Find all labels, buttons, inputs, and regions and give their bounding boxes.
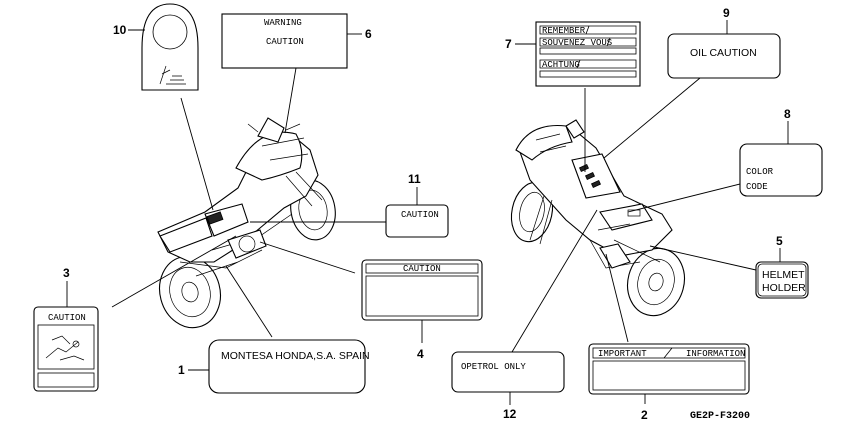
part-number-6: 6 bbox=[365, 27, 372, 41]
label-caution-3: CAUTION bbox=[48, 313, 86, 323]
part-12-fuel-label: OPETROL ONLY bbox=[451, 351, 565, 393]
part-number-9: 9 bbox=[723, 6, 730, 20]
part-number-11: 11 bbox=[408, 172, 421, 186]
label-caution-11: CAUTION bbox=[401, 210, 439, 220]
label-caution-text: CAUTION bbox=[266, 37, 304, 47]
label-souvenez-vous: SOUVENEZ VOUS bbox=[542, 38, 612, 48]
part-3-caution-decal: CAUTION bbox=[33, 306, 99, 392]
label-helmet: HELMET bbox=[762, 269, 805, 281]
part-5-helmet-holder-label: HELMET HOLDER bbox=[755, 261, 809, 299]
part-number-4: 4 bbox=[417, 347, 424, 361]
label-petrol-only: OPETROL ONLY bbox=[461, 362, 526, 372]
label-achtung: ACHTUNG bbox=[542, 60, 580, 70]
part-number-2: 2 bbox=[641, 408, 648, 422]
part-6-warning-label: WARNING CAUTION bbox=[221, 13, 348, 69]
part-number-10: 10 bbox=[113, 23, 127, 37]
label-warning-text: WARNING bbox=[264, 18, 302, 28]
label-oil-caution: OIL CAUTION bbox=[690, 47, 757, 59]
label-information: INFORMATION bbox=[686, 349, 745, 359]
label-color: COLOR bbox=[746, 167, 774, 177]
right-motorcycle bbox=[510, 119, 685, 317]
part-10-emblem-decal bbox=[141, 3, 199, 91]
label-holder: HOLDER bbox=[762, 282, 806, 294]
part-number-5: 5 bbox=[776, 234, 783, 248]
part-number-12: 12 bbox=[503, 407, 517, 421]
part-number-1: 1 bbox=[178, 363, 185, 377]
part-number-7: 7 bbox=[505, 37, 512, 51]
part-8-color-code-label: COLOR CODE bbox=[739, 143, 823, 197]
label-code: CODE bbox=[746, 182, 768, 192]
part-4-caution-label: CAUTION bbox=[361, 259, 483, 321]
part-9-oil-caution-label: OIL CAUTION bbox=[667, 33, 781, 79]
part-2-info-label: IMPORTANT INFORMATION bbox=[588, 343, 750, 395]
left-motorcycle bbox=[157, 117, 336, 329]
label-remember: REMEMBER bbox=[542, 26, 586, 36]
part-11-caution-label: CAUTION bbox=[385, 204, 449, 238]
part-number-3: 3 bbox=[63, 266, 70, 280]
label-caution-4: CAUTION bbox=[403, 264, 441, 274]
label-important: IMPORTANT bbox=[598, 349, 647, 359]
diagram-code: GE2P-F3200 bbox=[690, 411, 750, 422]
label-montesa-honda: MONTESA HONDA,S.A. SPAIN bbox=[221, 350, 370, 362]
part-1-manufacturer-label: MONTESA HONDA,S.A. SPAIN bbox=[208, 339, 370, 394]
part-number-8: 8 bbox=[784, 107, 791, 121]
part-7-multilingual-label: REMEMBER SOUVENEZ VOUS ACHTUNG bbox=[535, 21, 641, 87]
